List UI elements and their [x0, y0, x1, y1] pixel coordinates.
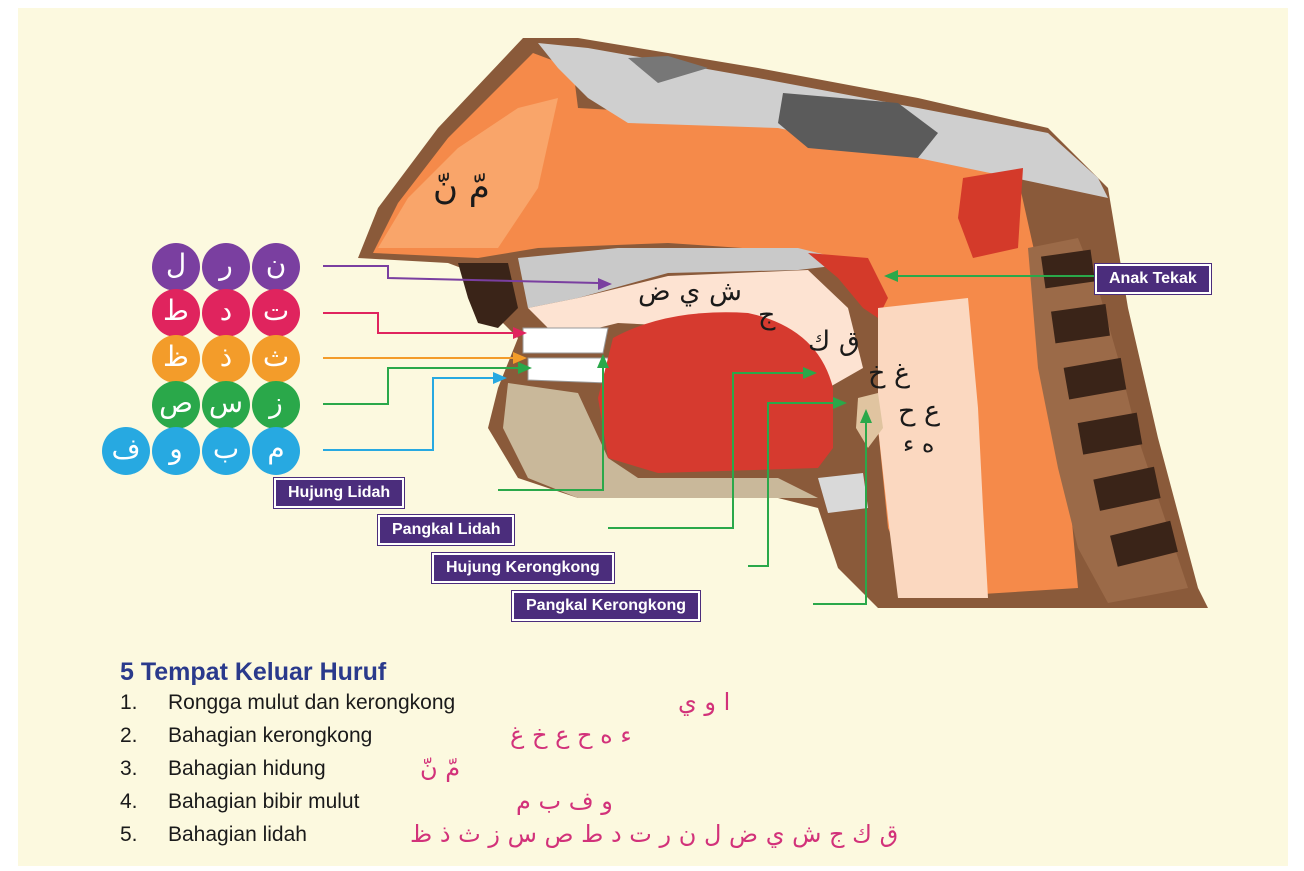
- legend-item-arabic: ا و ي: [678, 688, 730, 716]
- letter-circle: س: [202, 381, 250, 429]
- letter-circle: ث: [252, 335, 300, 383]
- legend-item-arabic: و ف ب م: [516, 787, 613, 815]
- legend-item-number: 4.: [120, 790, 168, 814]
- nasal-letters: مّ نّ: [433, 168, 490, 208]
- legend-item: 4.Bahagian bibir mulut: [120, 790, 359, 814]
- letter-circle: ر: [202, 243, 250, 291]
- letter-circle: ن: [252, 243, 300, 291]
- letter-circle: ب: [202, 427, 250, 475]
- legend-item-number: 3.: [120, 757, 168, 781]
- letter-circle: ذ: [202, 335, 250, 383]
- legend-item-text: Rongga mulut dan kerongkong: [168, 691, 455, 714]
- label-hujung-kerongkong: Hujung Kerongkong: [432, 553, 614, 583]
- legend-item: 1.Rongga mulut dan kerongkong: [120, 691, 455, 715]
- ain-ha-letters: ع ح: [898, 396, 940, 427]
- legend-item: 5.Bahagian lidah: [120, 823, 307, 847]
- letter-circle: م: [252, 427, 300, 475]
- qaf-kaf-letters: ق ك: [808, 326, 860, 357]
- letter-circle: ل: [152, 243, 200, 291]
- label-pangkal-lidah: Pangkal Lidah: [378, 515, 514, 545]
- letter-circle: ص: [152, 381, 200, 429]
- legend-item-text: Bahagian hidung: [168, 757, 326, 780]
- legend-item-number: 5.: [120, 823, 168, 847]
- diagram-canvas: ن ر ل ت د ط ث ذ ظ ز س ص م ب و ف مّ نّ ش …: [18, 8, 1288, 866]
- letter-circle: ت: [252, 289, 300, 337]
- letter-circle: د: [202, 289, 250, 337]
- legend-item-number: 2.: [120, 724, 168, 748]
- ghain-kha-letters: غ خ: [868, 358, 910, 389]
- label-pangkal-kerongkong: Pangkal Kerongkong: [512, 591, 700, 621]
- letter-circle: ز: [252, 381, 300, 429]
- letter-circle: ف: [102, 427, 150, 475]
- letter-circle: ط: [152, 289, 200, 337]
- palate-letters: ش ي ض: [638, 276, 742, 307]
- legend-item-number: 1.: [120, 691, 168, 715]
- legend-item: 3.Bahagian hidung: [120, 757, 326, 781]
- legend-item: 2.Bahagian kerongkong: [120, 724, 372, 748]
- tongue: [598, 312, 833, 473]
- legend-item-text: Bahagian bibir mulut: [168, 790, 359, 813]
- legend-title: 5 Tempat Keluar Huruf: [120, 658, 386, 687]
- ha-hamza-letters: ه ء: [903, 430, 935, 458]
- legend-item-arabic: ق ك ج ش ي ض ل ن ر ت د ط ص س ز ث ذ ظ: [410, 820, 898, 848]
- label-hujung-lidah: Hujung Lidah: [274, 478, 404, 508]
- letter-circle: و: [152, 427, 200, 475]
- label-anak-tekak: Anak Tekak: [1095, 264, 1211, 294]
- jim-letter: ج: [758, 300, 775, 331]
- letter-circle: ظ: [152, 335, 200, 383]
- legend-item-text: Bahagian kerongkong: [168, 724, 372, 747]
- legend-item-text: Bahagian lidah: [168, 823, 307, 846]
- legend-item-arabic: ء ه ح ع خ غ: [510, 721, 632, 749]
- legend-item-arabic: مّ نّ: [420, 754, 460, 782]
